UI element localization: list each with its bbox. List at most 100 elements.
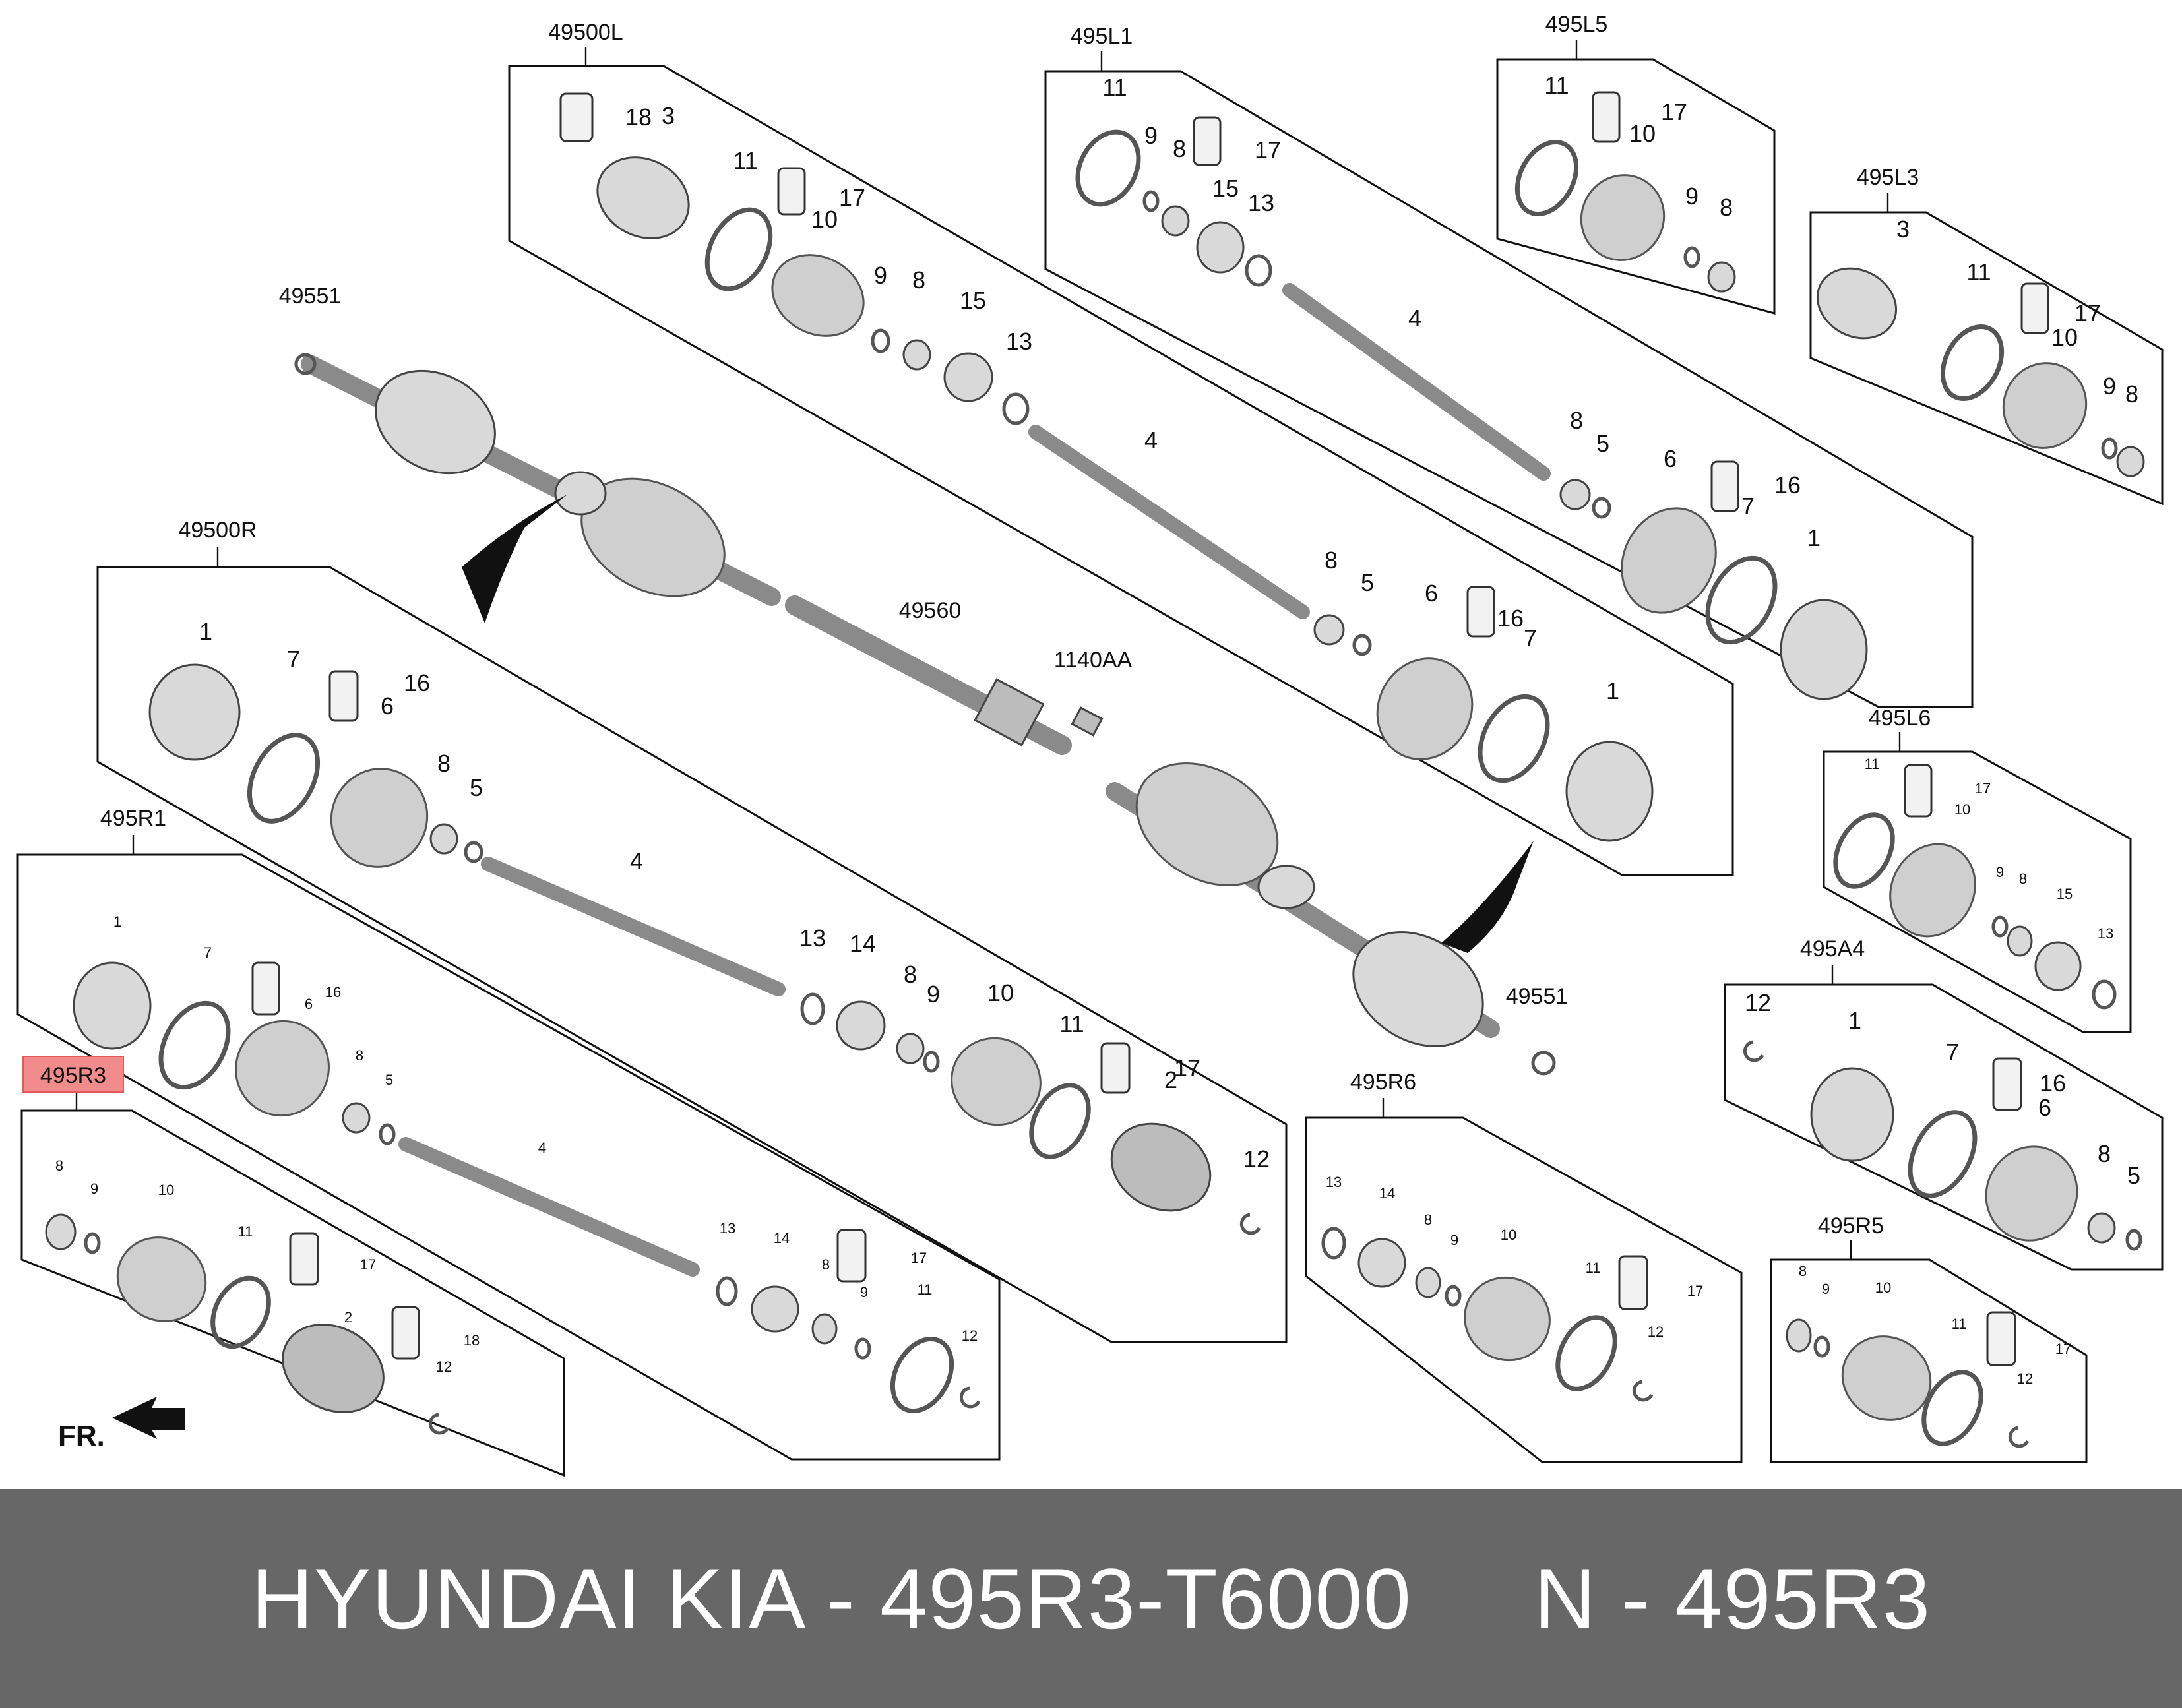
callout-1: 1 xyxy=(1807,524,1821,551)
callout-8: 8 xyxy=(1720,194,1733,221)
assembly-label-49500R: 49500R xyxy=(178,518,257,543)
part-graphics xyxy=(45,91,2145,1448)
callout-5: 5 xyxy=(1361,569,1374,596)
callout-12: 12 xyxy=(1243,1145,1270,1173)
callout-17: 17 xyxy=(839,184,865,211)
callout-17: 17 xyxy=(1661,98,1687,125)
callout-8: 8 xyxy=(1570,407,1583,434)
callout-8: 8 xyxy=(1173,135,1186,162)
callout-8: 8 xyxy=(2019,870,2027,887)
callout-16: 16 xyxy=(325,984,341,1000)
callout-3: 3 xyxy=(662,102,675,129)
diagram-canvas: 49500L 495L1 495L5 495L3 49551 49500R 49… xyxy=(16,12,2164,1477)
callout-12: 12 xyxy=(2017,1370,2033,1387)
callout-6: 6 xyxy=(305,996,313,1012)
callout-7: 7 xyxy=(204,944,212,961)
callout-8: 8 xyxy=(1799,1263,1807,1279)
callout-13: 13 xyxy=(799,925,826,952)
highlight-box xyxy=(22,1056,124,1093)
callout-8: 8 xyxy=(2125,381,2138,408)
callout-17: 17 xyxy=(360,1256,376,1273)
callout-10: 10 xyxy=(1629,120,1656,147)
footer-part-number: HYUNDAI KIA - 495R3-T6000 N - 495R3 xyxy=(251,1550,1931,1647)
callout-15: 15 xyxy=(1212,175,1239,202)
callout-9: 9 xyxy=(1822,1281,1830,1297)
frame-495L3 xyxy=(1809,211,2164,506)
callout-14: 14 xyxy=(1379,1185,1395,1202)
callout-17: 17 xyxy=(1975,780,1991,797)
callout-6: 6 xyxy=(1664,445,1677,472)
callout-16: 16 xyxy=(1497,605,1524,632)
assembly-label-495L5: 495L5 xyxy=(1545,12,1608,37)
callout-13: 13 xyxy=(2098,925,2113,942)
callout-9: 9 xyxy=(1996,864,2004,880)
callout-18: 18 xyxy=(625,104,652,131)
callout-4: 4 xyxy=(1144,427,1158,454)
frame-49500L xyxy=(508,65,1734,876)
frame-495R6 xyxy=(1305,1116,1743,1463)
callout-2: 2 xyxy=(344,1309,352,1326)
callout-1: 1 xyxy=(113,913,121,930)
callout-13: 13 xyxy=(720,1220,735,1236)
callout-9: 9 xyxy=(874,262,887,289)
callout-4: 4 xyxy=(630,847,643,874)
callout-4: 4 xyxy=(1408,305,1421,332)
callout-17: 17 xyxy=(911,1250,927,1266)
callout-7: 7 xyxy=(1946,1039,1959,1066)
callout-8: 8 xyxy=(55,1157,63,1174)
callout-17: 17 xyxy=(1687,1283,1703,1299)
callout-10: 10 xyxy=(1954,801,1970,818)
callout-17: 17 xyxy=(2074,299,2101,326)
assembly-label-495L1: 495L1 xyxy=(1071,24,1133,49)
callout-8: 8 xyxy=(912,266,925,293)
callout-15: 15 xyxy=(960,287,986,314)
callout-9: 9 xyxy=(860,1284,868,1300)
callout-14: 14 xyxy=(774,1230,790,1246)
callout-13: 13 xyxy=(1006,328,1032,355)
callout-5: 5 xyxy=(1596,430,1609,457)
callout-11: 11 xyxy=(918,1281,933,1298)
frame-495R5 xyxy=(1770,1258,2088,1463)
callout-12: 12 xyxy=(1648,1324,1664,1340)
callout-6: 6 xyxy=(1425,580,1438,607)
direction-label: FR. xyxy=(58,1420,105,1452)
callout-8: 8 xyxy=(356,1047,363,1064)
assembly-label-495L3: 495L3 xyxy=(1857,165,1919,190)
frame-495A4 xyxy=(1724,983,2164,1271)
callout-10: 10 xyxy=(811,206,838,233)
callout-17: 17 xyxy=(2055,1341,2071,1357)
callout-10: 10 xyxy=(987,979,1014,1006)
frame-49500R xyxy=(96,566,1288,1343)
callout-16: 16 xyxy=(2040,1070,2066,1097)
callout-8: 8 xyxy=(1424,1211,1432,1228)
callout-7: 7 xyxy=(287,646,300,673)
callout-11: 11 xyxy=(1952,1316,1967,1332)
assembly-label-495R6: 495R6 xyxy=(1350,1070,1416,1095)
callout-11: 11 xyxy=(1865,756,1880,772)
assembly-label-495L6: 495L6 xyxy=(1869,706,1931,731)
callout-9: 9 xyxy=(90,1180,98,1197)
callout-5: 5 xyxy=(385,1072,393,1088)
callout-10: 10 xyxy=(1501,1227,1516,1243)
callout-17: 17 xyxy=(1255,137,1281,164)
assembly-label-49551-top: 49551 xyxy=(279,284,342,309)
frame-495L1 xyxy=(1044,70,1974,708)
callout-12: 12 xyxy=(1745,989,1771,1016)
callout-11: 11 xyxy=(238,1223,253,1240)
assembly-label-495R5: 495R5 xyxy=(1818,1213,1884,1238)
callout-7: 7 xyxy=(1524,625,1537,652)
callout-11: 11 xyxy=(1966,259,1991,286)
callout-8: 8 xyxy=(822,1256,830,1273)
exploded-parts-diagram: 49500L 495L1 495L5 495L3 49551 49500R 49… xyxy=(16,12,2164,1477)
callout-1: 1 xyxy=(1606,677,1619,704)
callout-11: 11 xyxy=(733,147,757,174)
callout-13: 13 xyxy=(1248,189,1274,216)
callout-9: 9 xyxy=(1685,183,1699,210)
assembly-label-495R3: 495R3 xyxy=(40,1063,106,1088)
callout-10: 10 xyxy=(158,1182,174,1198)
assembly-label-495R1: 495R1 xyxy=(100,806,166,831)
callout-12: 12 xyxy=(962,1327,978,1344)
callout-8: 8 xyxy=(2098,1140,2111,1167)
callout-5: 5 xyxy=(470,774,483,801)
assembly-label-495A4: 495A4 xyxy=(1800,936,1865,961)
